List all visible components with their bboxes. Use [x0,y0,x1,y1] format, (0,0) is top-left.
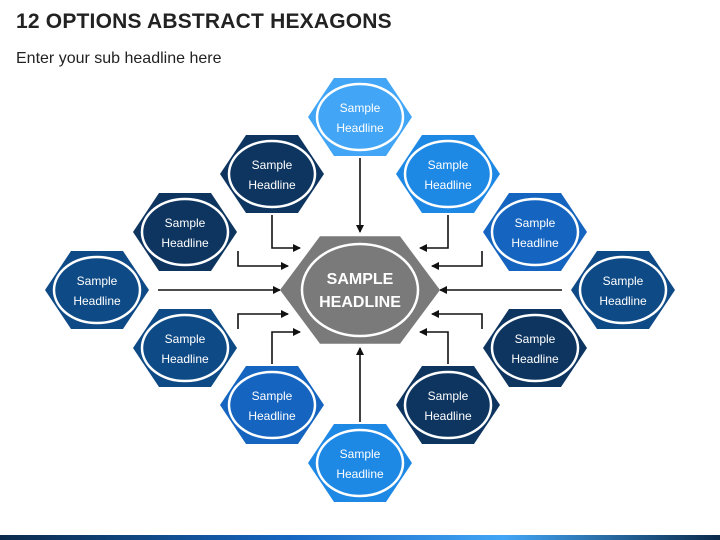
option-ring [315,428,405,498]
option-label-line1: Sample [428,158,469,172]
option-ring [52,255,142,325]
option-label-line2: Headline [336,121,384,135]
center-label-line2: HEADLINE [319,294,401,311]
option-ring [227,139,317,209]
option-ring [403,139,493,209]
option-label-line2: Headline [511,352,559,366]
option-label-line2: Headline [73,294,121,308]
bottom-accent-bar [0,535,720,540]
option-ring [140,197,230,267]
page-title: 12 OPTIONS ABSTRACT HEXAGONS [16,10,392,33]
option-ring [315,82,405,152]
option-ring [140,313,230,383]
arrow-lower-right-2 [431,310,483,329]
option-label-line2: Headline [161,236,209,250]
option-label-line2: Headline [424,409,472,423]
option-label-line1: Sample [77,274,118,288]
center-ring [300,242,420,338]
option-label-line1: Sample [603,274,644,288]
option-label-line2: Headline [248,178,296,192]
option-label-line1: Sample [165,216,206,230]
arrow-upper-right-1 [419,215,449,252]
option-label-line1: Sample [428,389,469,403]
arrow-upper-right-2 [431,251,483,270]
option-label-line1: Sample [515,332,556,346]
option-label-line2: Headline [424,178,472,192]
option-ring [578,255,668,325]
center-hexagon[interactable]: SAMPLE HEADLINE [280,236,440,344]
page-subtitle: Enter your sub headline here [16,50,222,67]
option-label-line1: Sample [340,101,381,115]
arrow-upper-left-2 [237,251,289,270]
arrow-lower-left-1 [271,328,301,364]
option-label-line2: Headline [248,409,296,423]
option-ring [227,370,317,440]
option-ring [490,197,580,267]
arrow-upper-left-1 [271,215,301,252]
option-hexagons: SampleHeadlineSampleHeadlineSampleHeadli… [45,78,675,502]
center-label-line1: SAMPLE [327,271,394,288]
option-ring [490,313,580,383]
connector-arrows [158,158,562,422]
option-label-line2: Headline [599,294,647,308]
option-ring [403,370,493,440]
arrow-lower-left-2 [237,310,289,329]
option-label-line2: Headline [511,236,559,250]
option-label-line2: Headline [161,352,209,366]
option-label-line1: Sample [515,216,556,230]
option-label-line1: Sample [165,332,206,346]
option-label-line1: Sample [252,158,293,172]
arrow-lower-right-1 [419,328,449,364]
option-label-line1: Sample [252,389,293,403]
option-label-line2: Headline [336,467,384,481]
option-label-line1: Sample [340,447,381,461]
